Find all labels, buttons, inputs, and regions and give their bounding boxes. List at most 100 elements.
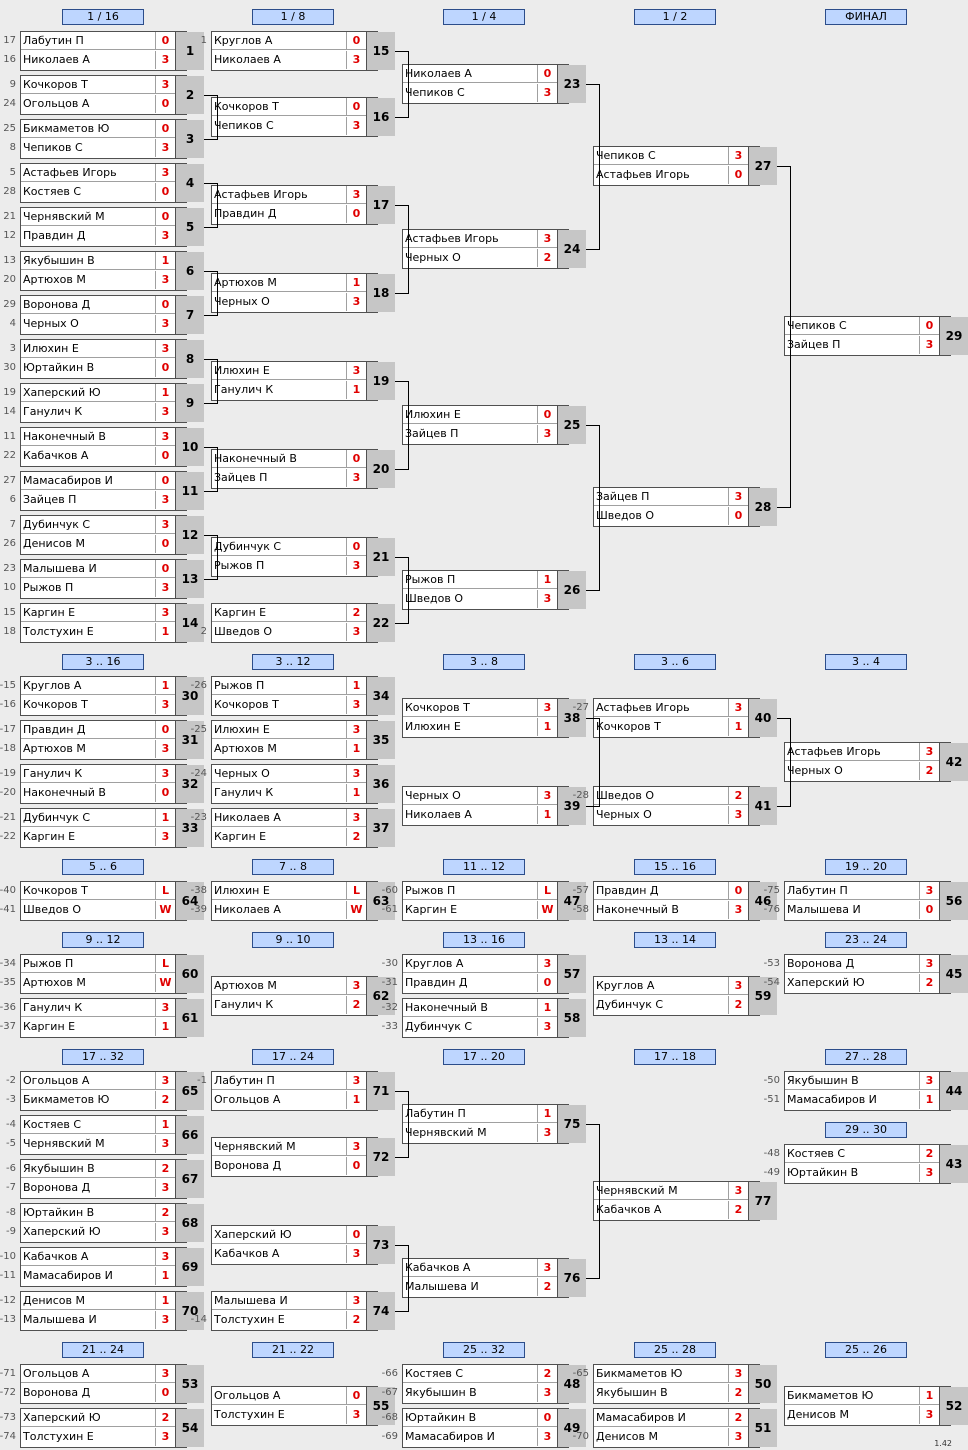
player-name[interactable]: Круглов А bbox=[403, 955, 537, 973]
player-name[interactable]: Денисов М bbox=[596, 1430, 658, 1443]
player-name[interactable]: Шведов О bbox=[596, 509, 654, 522]
player-name[interactable]: Бикмаметов Ю bbox=[21, 120, 155, 138]
player-name[interactable]: Воронова Д bbox=[785, 955, 919, 973]
player-name[interactable]: Черных О bbox=[23, 317, 79, 330]
player-name[interactable]: Хаперский Ю bbox=[21, 384, 155, 402]
player-name[interactable]: Чепиков С bbox=[214, 119, 274, 132]
player-name[interactable]: Наконечный В bbox=[212, 450, 346, 468]
player-name[interactable]: Николаев А bbox=[405, 808, 472, 821]
player-name[interactable]: Мамасабиров И bbox=[23, 1269, 113, 1282]
player-name[interactable]: Зайцев П bbox=[23, 493, 77, 506]
player-name[interactable]: Рыжов П bbox=[21, 955, 155, 973]
player-name[interactable]: Астафьев Игорь bbox=[785, 743, 919, 761]
player-name[interactable]: Воронова Д bbox=[23, 1386, 91, 1399]
player-name[interactable]: Каргин Е bbox=[214, 830, 267, 843]
player-name[interactable]: Черных О bbox=[787, 764, 843, 777]
player-name[interactable]: Лабутин П bbox=[212, 1072, 346, 1090]
player-name[interactable]: Черных О bbox=[212, 765, 346, 783]
player-name[interactable]: Астафьев Игорь bbox=[596, 168, 690, 181]
player-name[interactable]: Денисов М bbox=[787, 1408, 849, 1421]
player-name[interactable]: Шведов О bbox=[594, 787, 728, 805]
player-name[interactable]: Костяев С bbox=[23, 185, 82, 198]
player-name[interactable]: Толстухин Е bbox=[23, 625, 94, 638]
player-name[interactable]: Илюхин Е bbox=[212, 362, 346, 380]
player-name[interactable]: Чернявский М bbox=[21, 208, 155, 226]
player-name[interactable]: Кочкоров Т bbox=[403, 699, 537, 717]
player-name[interactable]: Мамасабиров И bbox=[405, 1430, 495, 1443]
player-name[interactable]: Денисов М bbox=[21, 1292, 155, 1310]
player-name[interactable]: Чепиков С bbox=[785, 317, 919, 335]
player-name[interactable]: Огольцов А bbox=[21, 1072, 155, 1090]
player-name[interactable]: Костяев С bbox=[785, 1145, 919, 1163]
player-name[interactable]: Лабутин П bbox=[21, 32, 155, 50]
player-name[interactable]: Каргин Е bbox=[23, 1020, 76, 1033]
player-name[interactable]: Черных О bbox=[403, 787, 537, 805]
player-name[interactable]: Чернявский М bbox=[594, 1182, 728, 1200]
player-name[interactable]: Дубинчук С bbox=[212, 538, 346, 556]
player-name[interactable]: Кочкоров Т bbox=[23, 698, 88, 711]
player-name[interactable]: Николаев А bbox=[212, 809, 346, 827]
player-name[interactable]: Правдин Д bbox=[405, 976, 468, 989]
player-name[interactable]: Воронова Д bbox=[214, 1159, 282, 1172]
player-name[interactable]: Артюхов М bbox=[23, 742, 86, 755]
player-name[interactable]: Толстухин Е bbox=[23, 1430, 94, 1443]
player-name[interactable]: Правдин Д bbox=[214, 207, 277, 220]
player-name[interactable]: Костяев С bbox=[21, 1116, 155, 1134]
player-name[interactable]: Рыжов П bbox=[214, 559, 265, 572]
player-name[interactable]: Дубинчук С bbox=[596, 998, 664, 1011]
player-name[interactable]: Костяев С bbox=[403, 1365, 537, 1383]
player-name[interactable]: Круглов А bbox=[21, 677, 155, 695]
player-name[interactable]: Каргин Е bbox=[212, 604, 346, 622]
player-name[interactable]: Шведов О bbox=[405, 592, 463, 605]
player-name[interactable]: Кабачков А bbox=[596, 1203, 662, 1216]
player-name[interactable]: Малышева И bbox=[787, 903, 861, 916]
player-name[interactable]: Малышева И bbox=[23, 1313, 97, 1326]
player-name[interactable]: Астафьев Игорь bbox=[403, 230, 537, 248]
player-name[interactable]: Дубинчук С bbox=[21, 809, 155, 827]
player-name[interactable]: Илюхин Е bbox=[212, 721, 346, 739]
player-name[interactable]: Лабутин П bbox=[785, 882, 919, 900]
player-name[interactable]: Артюхов М bbox=[212, 977, 346, 995]
